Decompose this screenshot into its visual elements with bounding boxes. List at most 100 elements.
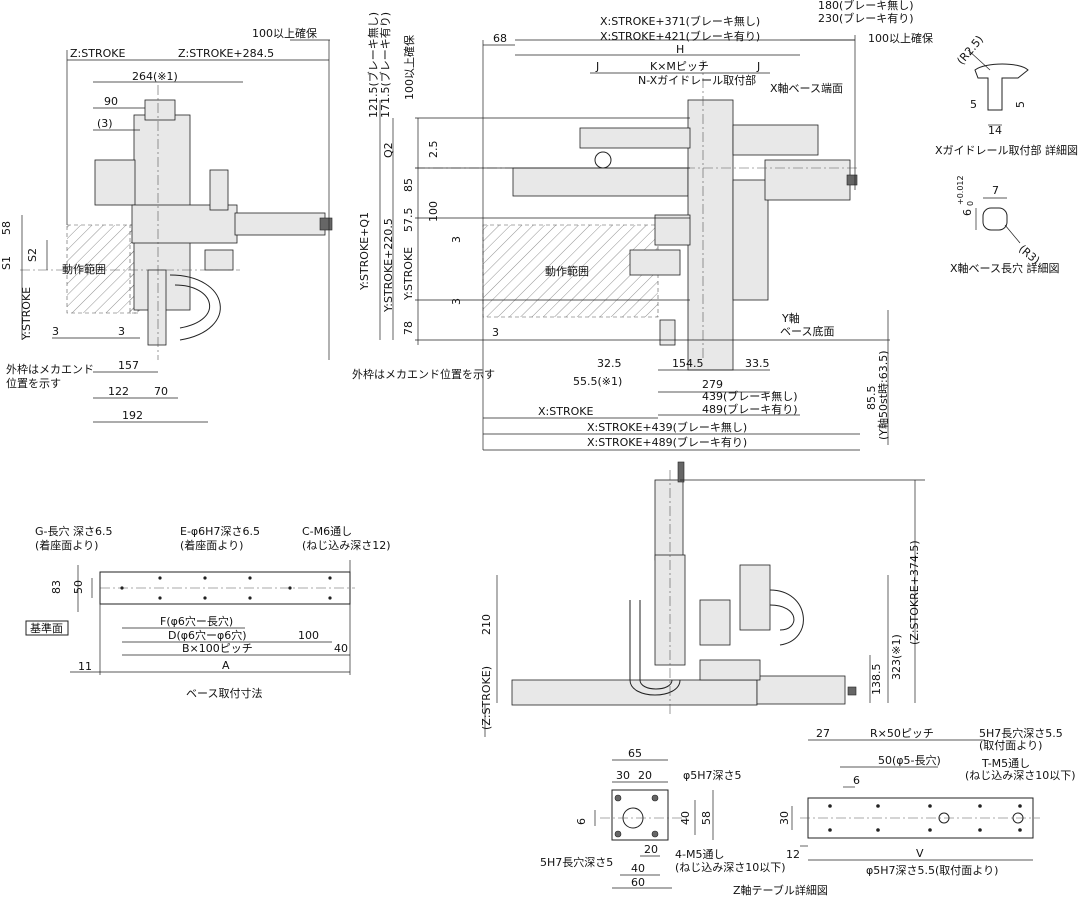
ztable-m5: 4-M5通し (675, 848, 724, 861)
ztable-dim-58: 58 (700, 811, 713, 825)
slot-tol-sub: 0 (966, 201, 975, 206)
dim-11: 11 (78, 660, 92, 673)
dim-323: 323(※1) (890, 634, 903, 680)
ztable-dim-65: 65 (628, 747, 642, 760)
dim-q2: Q2 (382, 142, 395, 158)
guide-detail-caption: Xガイドレール取付部 詳細図 (935, 143, 1078, 157)
dim-32-5: 32.5 (597, 357, 622, 370)
g-slot-label: G-長穴 深さ6.5 (35, 524, 112, 538)
zside-slot: 5H7長穴深さ5.5 (979, 726, 1063, 740)
dim-154-5: 154.5 (672, 357, 704, 370)
dim-279: 279 (702, 378, 723, 391)
top-left-view: Z:STROKE Z:STROKE+284.5 100以上確保 264(※1) … (0, 26, 333, 423)
motion-range-label-right: 動作範囲 (545, 264, 589, 278)
dim-clearance: 100以上確保 (252, 26, 317, 40)
z-side-detail: 27 R×50ピッチ 5H7長穴深さ5.5 (取付面より) 50(φ5-長穴) … (778, 726, 1076, 877)
dim-230: 230(ブレーキ有り) (818, 11, 914, 25)
dim-y-stroke-right: Y:STROKE (402, 247, 415, 301)
detail-5-b: 5 (1014, 101, 1027, 108)
dim-100: 100 (427, 201, 440, 222)
slot-dim-6: 6 (961, 209, 974, 216)
dim-f: F(φ6穴ー長穴) (160, 614, 233, 628)
z-motor (654, 479, 684, 561)
dim-171-5: 171.5(ブレーキ有り) (378, 12, 392, 118)
dim-192: 192 (122, 409, 143, 422)
dim-z-stroke-front: (Z:STROKE) (480, 666, 493, 730)
dim-57-5: 57.5 (402, 208, 415, 233)
motion-range-area-right (482, 224, 659, 318)
zside-r-pitch: R×50ピッチ (870, 727, 934, 740)
dim-b-pitch: B×100ピッチ (182, 642, 253, 655)
dim-z-stroke: Z:STROKE (70, 47, 125, 60)
dim-85: 85 (402, 178, 415, 192)
ztable-dim-20b: 20 (644, 843, 658, 856)
x-carriage (687, 99, 734, 371)
base-mount-caption: ベース取付寸法 (186, 686, 262, 700)
dim-3-a: 3 (450, 236, 463, 243)
y-axis-label: Y軸 (781, 311, 800, 325)
y-slider (131, 204, 238, 244)
dim-x-stroke-371: X:STROKE+371(ブレーキ無し) (600, 14, 760, 28)
dim-x-stroke-439: X:STROKE+439(ブレーキ無し) (587, 420, 747, 434)
dim-s1: S1 (0, 256, 13, 270)
dim-x-stroke: X:STROKE (538, 405, 593, 418)
dim-clearance-right: 100以上確保 (868, 31, 933, 45)
dim-2-5: 2.5 (427, 141, 440, 159)
ztable-m5-sub: (ねじ込み深さ10以下) (675, 861, 786, 874)
zside-dim-50: 50(φ5-長穴) (878, 753, 941, 767)
dim-3-paren: (3) (97, 117, 113, 130)
dim-3-left: 3 (52, 325, 59, 338)
dim-3-c: 3 (492, 326, 499, 339)
slot-tol-sup: +0.012 (956, 175, 965, 205)
zside-t-m5: T-M5通し (981, 757, 1030, 770)
motion-range-label: 動作範囲 (62, 262, 106, 276)
dim-y-stroke-220: Y:STROKE+220.5 (382, 218, 395, 313)
top-right-view: 68 X:STROKE+371(ブレーキ無し) X:STROKE+421(ブレー… (352, 0, 933, 451)
dim-90: 90 (104, 95, 118, 108)
dim-x-stroke-421: X:STROKE+421(ブレーキ有り) (600, 29, 760, 43)
e-hole-label: E-φ6H7深さ6.5 (180, 525, 260, 538)
dim-439: 439(ブレーキ無し) (702, 389, 798, 403)
ztable-dim-20: 20 (638, 769, 652, 782)
c-m6-sub: (ねじ込み深さ12) (302, 539, 391, 552)
ztable-caption: Z軸テーブル詳細図 (733, 883, 828, 897)
ztable-dim-40h: 40 (631, 862, 645, 875)
x-motor-front (756, 675, 846, 705)
outer-frame-note-1: 外枠はメカエンド (6, 362, 94, 376)
dim-h: H (676, 43, 684, 56)
front-view: 210 (Z:STROKE) 323(※1) 138.5 (Z:STOKRE+3… (480, 461, 925, 737)
dim-122: 122 (108, 385, 129, 398)
x-base-end-label: X軸ベース端面 (770, 81, 843, 95)
dim-40: 40 (334, 642, 348, 655)
dim-s2: S2 (26, 248, 39, 262)
outer-frame-note-2: 位置を示す (6, 376, 61, 390)
dim-km-pitch: K×Mピッチ (650, 60, 709, 73)
detail-14: 14 (988, 124, 1002, 137)
e-hole-sub: (着座面より) (180, 538, 243, 552)
dim-138-5: 138.5 (870, 664, 883, 696)
x-axis-rail (512, 167, 689, 197)
zside-slot-sub: (取付面より) (979, 739, 1042, 752)
c-m6-label: C-M6通し (302, 525, 352, 538)
dim-68: 68 (493, 32, 507, 45)
g-slot-sub: (着座面より) (35, 538, 98, 552)
dim-j-left: J (595, 60, 599, 73)
dim-264: 264(※1) (132, 70, 178, 83)
ztable-dim-40v: 40 (679, 811, 692, 825)
ztable-slot5: 5H7長穴深さ5 (540, 855, 613, 869)
zside-t-m5-sub: (ねじ込み深さ10以下) (965, 769, 1076, 782)
base-mount-view: G-長穴 深さ6.5 (着座面より) E-φ6H7深さ6.5 (着座面より) C… (25, 524, 391, 700)
dim-50: 50 (72, 580, 85, 594)
outer-frame-note-right: 外枠はメカエンド位置を示す (352, 367, 495, 381)
dim-85-5: 85.5 (865, 386, 878, 411)
dim-a: A (222, 659, 230, 672)
dim-3-b: 3 (450, 298, 463, 305)
ztable-dim-30: 30 (616, 769, 630, 782)
dim-83: 83 (50, 580, 63, 594)
dim-70: 70 (154, 385, 168, 398)
dim-z-stroke-plus: Z:STROKE+284.5 (178, 47, 274, 60)
n-guide-label: N-Xガイドレール取付部 (638, 73, 756, 87)
motion-range-area (66, 224, 140, 314)
dim-210: 210 (480, 614, 493, 635)
dim-78: 78 (402, 321, 415, 335)
